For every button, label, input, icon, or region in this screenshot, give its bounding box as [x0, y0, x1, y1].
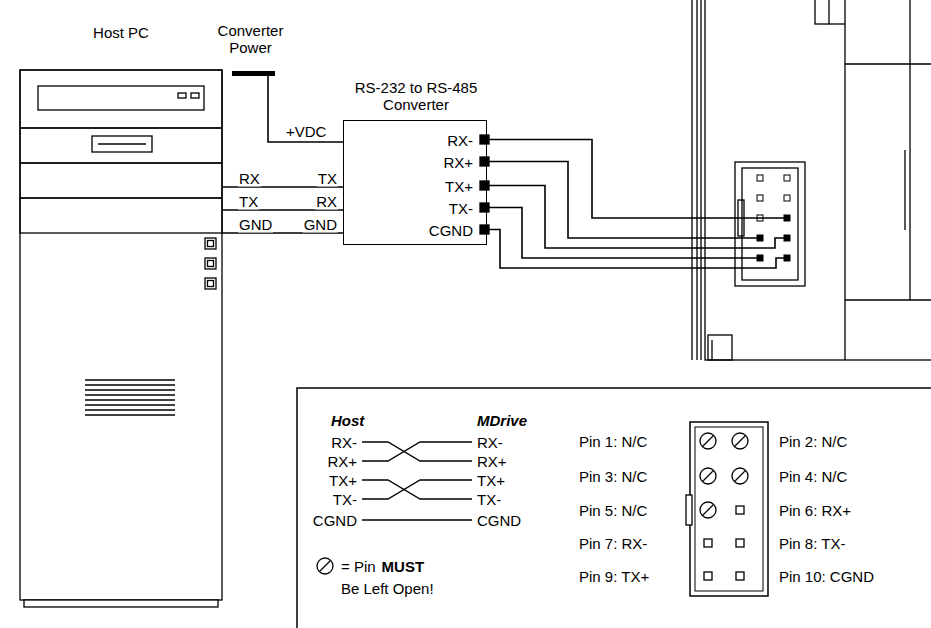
- node-heading: RS-232 to RS-485 Converter: [331, 79, 501, 113]
- signal-label: TX: [317, 170, 338, 187]
- terminal-label: TX+: [444, 178, 474, 195]
- open-pin-symbol: [732, 468, 748, 484]
- wire: [268, 76, 343, 142]
- supply-label: +VDC: [285, 123, 327, 140]
- signal-label: TX-: [476, 491, 502, 508]
- host-pc: Host PC: [20, 24, 222, 607]
- signal-label: RX-: [330, 434, 358, 451]
- vent-line: [85, 379, 175, 380]
- signal-label: RX-: [476, 434, 504, 451]
- signal-label: RX+: [326, 453, 358, 470]
- pin-label: Pin 3: N/C: [578, 468, 648, 485]
- pin-label: Pin 8: TX-: [778, 535, 846, 552]
- pin-label: Pin 4: N/C: [778, 468, 848, 485]
- legend-note: = Pin: [340, 558, 377, 575]
- pin-label: Pin 9: TX+: [578, 568, 650, 585]
- converter-terminals: [480, 135, 489, 234]
- signal-label: RX+: [476, 453, 508, 470]
- vent-line: [85, 394, 175, 395]
- pin-label: Pin 10: CGND: [778, 568, 875, 585]
- converter-power: Converter Power: [208, 22, 293, 76]
- signal-label: TX+: [476, 472, 506, 489]
- signal-label: RX: [315, 193, 338, 210]
- pin-label: Pin 2: N/C: [778, 433, 848, 450]
- open-pin-symbol: [317, 558, 333, 574]
- vent-line: [85, 384, 175, 385]
- pin-label: Pin 5: N/C: [578, 502, 648, 519]
- open-pin-symbol: [700, 433, 716, 449]
- signal-label: TX: [238, 193, 259, 210]
- rs485-wires: [489, 140, 787, 269]
- inset-panel: [297, 388, 931, 628]
- signal-label: GND: [238, 216, 273, 233]
- terminal-label: CGND: [428, 222, 474, 239]
- column-heading: MDrive: [476, 412, 528, 429]
- open-pin-symbol: [732, 433, 748, 449]
- terminal-label: RX-: [446, 132, 474, 149]
- open-pin-symbol: [700, 502, 716, 518]
- node-label: Host PC: [20, 24, 222, 41]
- signal-label: GND: [303, 216, 338, 233]
- mdrive-housing: [692, 0, 931, 360]
- terminal-label: TX-: [448, 200, 474, 217]
- signal-label: TX-: [332, 491, 358, 508]
- signal-label: TX+: [328, 472, 358, 489]
- signal-label: RX: [238, 170, 261, 187]
- vent-line: [85, 389, 175, 390]
- open-pin-symbol: [700, 468, 716, 484]
- legend-note: MUST: [381, 558, 426, 575]
- vent-line: [85, 404, 175, 405]
- pc-tower: [20, 70, 222, 607]
- power-bar: [232, 71, 275, 76]
- signal-label: CGND: [476, 512, 522, 529]
- vent-line: [85, 414, 175, 415]
- vent-line: [85, 409, 175, 410]
- column-heading: Host: [330, 412, 365, 429]
- pin-label: Pin 6: RX+: [778, 502, 852, 519]
- legend-note: Be Left Open!: [340, 580, 435, 597]
- terminal-label: RX+: [442, 154, 474, 171]
- node-label: Converter Power: [208, 22, 293, 56]
- vent-line: [85, 399, 175, 400]
- pin-label: Pin 1: N/C: [578, 433, 648, 450]
- signal-label: CGND: [312, 512, 358, 529]
- pin-label: Pin 7: RX-: [578, 535, 648, 552]
